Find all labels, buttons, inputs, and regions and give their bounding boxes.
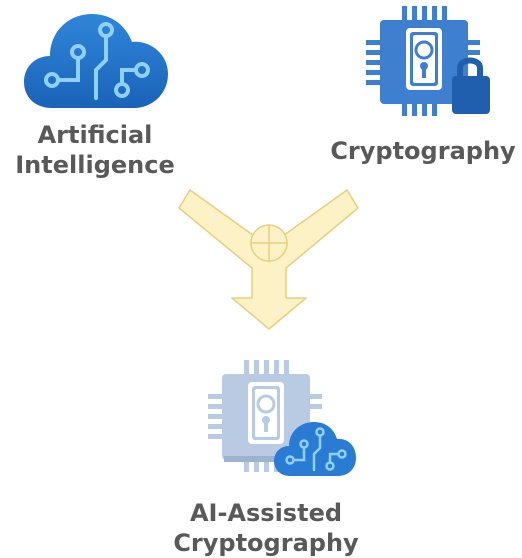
chip-cloud-icon — [208, 360, 356, 476]
input-label-crypto: Cryptography — [318, 136, 522, 166]
output-label: AI-Assisted Cryptography — [131, 498, 401, 558]
label-line: Cryptography — [173, 529, 359, 557]
label-line: Intelligence — [15, 151, 175, 179]
input-label-ai: Artificial Intelligence — [0, 120, 190, 180]
merge-arrow — [178, 189, 359, 330]
cloud-circuit-icon — [24, 14, 168, 108]
chip-lock-icon — [366, 6, 490, 116]
label-line: AI-Assisted — [189, 499, 343, 527]
label-line: Cryptography — [330, 137, 516, 165]
label-line: Artificial — [37, 121, 153, 149]
circle-plus-icon — [250, 224, 288, 262]
